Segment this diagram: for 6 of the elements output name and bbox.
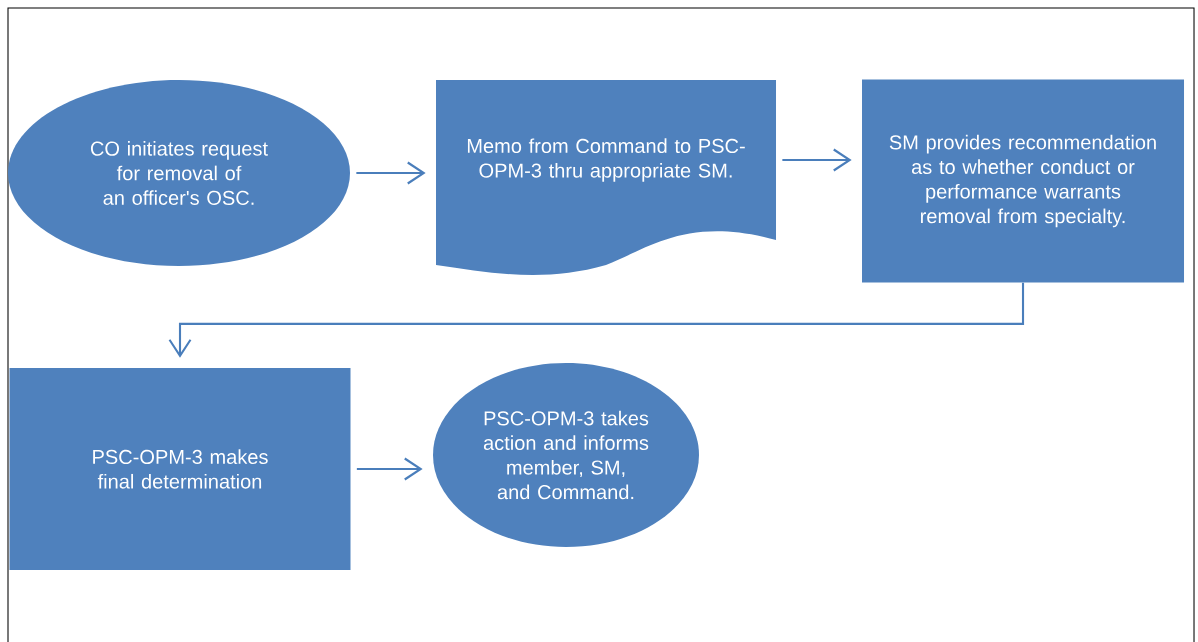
arrow: [356, 457, 423, 481]
process-box: SM provides recommendation as to whether conduct or performance warrants removal from specialty.: [862, 79, 1184, 283]
arrow: [356, 161, 426, 185]
arrow: [782, 148, 852, 172]
process-box: PSC-OPM-3 makes final determination: [9, 368, 351, 570]
arrow: [168, 282, 1025, 358]
